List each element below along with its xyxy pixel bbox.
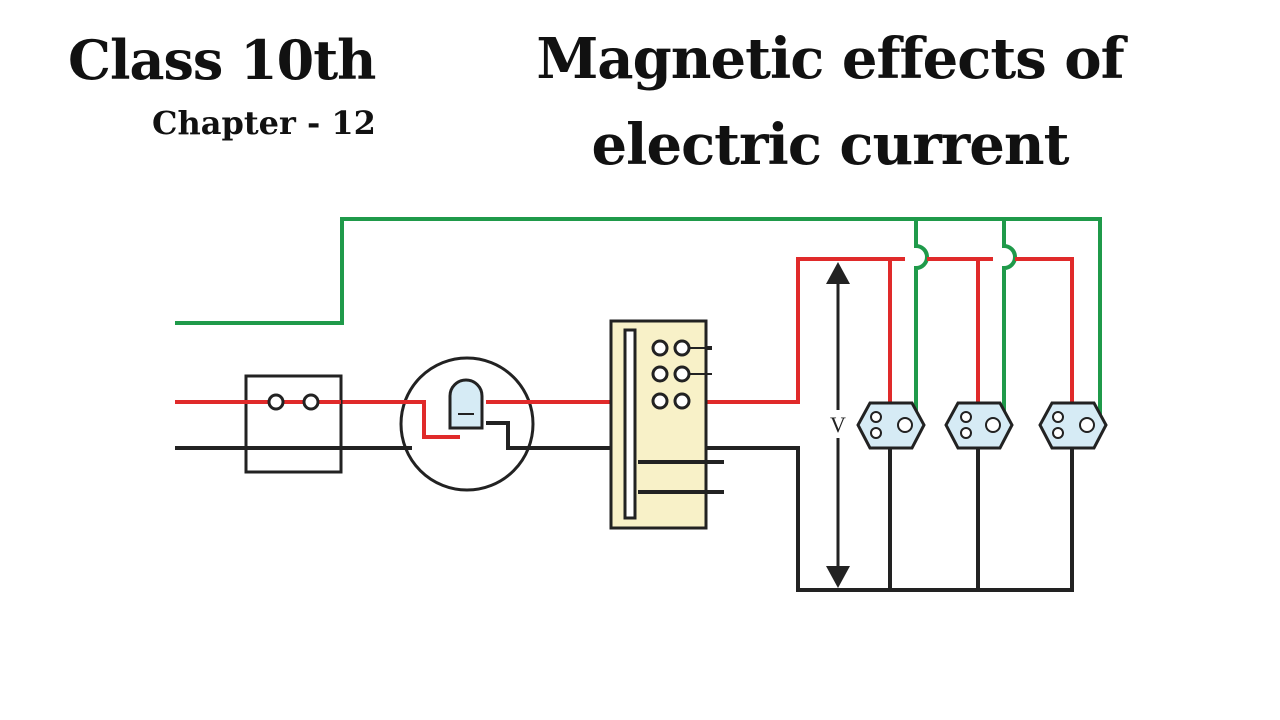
fuse-box: [175, 374, 343, 474]
voltage-arrow: V: [826, 262, 850, 588]
electricity-meter: [399, 356, 535, 492]
class-title: Class 10th: [68, 28, 376, 92]
voltage-label: V: [830, 412, 846, 437]
socket-2: [944, 401, 1014, 450]
distribution-board: [609, 319, 724, 530]
socket-1: [856, 401, 926, 450]
main-title: Magnetic effects of electric current: [536, 26, 1124, 178]
earth-wire: [175, 217, 1102, 420]
socket-3: [1038, 401, 1108, 450]
chapter-label: Chapter - 12: [152, 104, 376, 142]
